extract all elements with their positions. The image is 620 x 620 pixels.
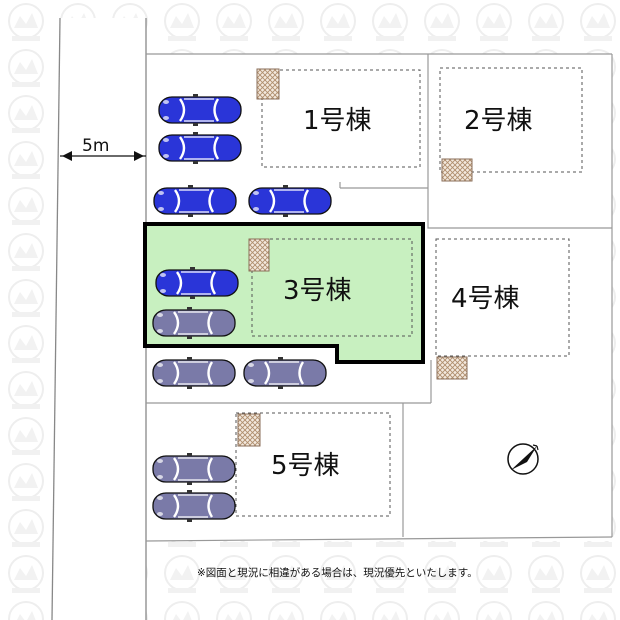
car-icon [154, 265, 240, 301]
lot-boundaries [145, 53, 613, 542]
car-icon [151, 305, 237, 341]
lot-1-label: 1号棟 [303, 106, 372, 136]
road-width-label: 5m [82, 136, 109, 156]
lot-2-label: 2号棟 [464, 106, 533, 136]
road-width-dimension [60, 151, 146, 161]
car-icon [247, 183, 333, 219]
car-icon [151, 355, 237, 391]
car-icon [152, 183, 238, 219]
lot-5-label: 5号棟 [271, 451, 340, 481]
car-icon [151, 488, 237, 524]
north-arrow-icon [507, 443, 539, 475]
entrance-markers [237, 68, 473, 447]
road-edge-left [51, 17, 61, 620]
lot-4-label: 4号棟 [451, 284, 520, 314]
road-area [60, 18, 146, 620]
disclaimer-note: ※図面と現況に相違がある場合は、現況優先といたします。 [197, 566, 478, 579]
car-icon [157, 92, 243, 128]
car-icon [157, 130, 243, 166]
lot-3-label: 3号棟 [283, 276, 352, 306]
car-icon [242, 355, 328, 391]
car-icon [151, 451, 237, 487]
building-footprints [235, 67, 583, 517]
